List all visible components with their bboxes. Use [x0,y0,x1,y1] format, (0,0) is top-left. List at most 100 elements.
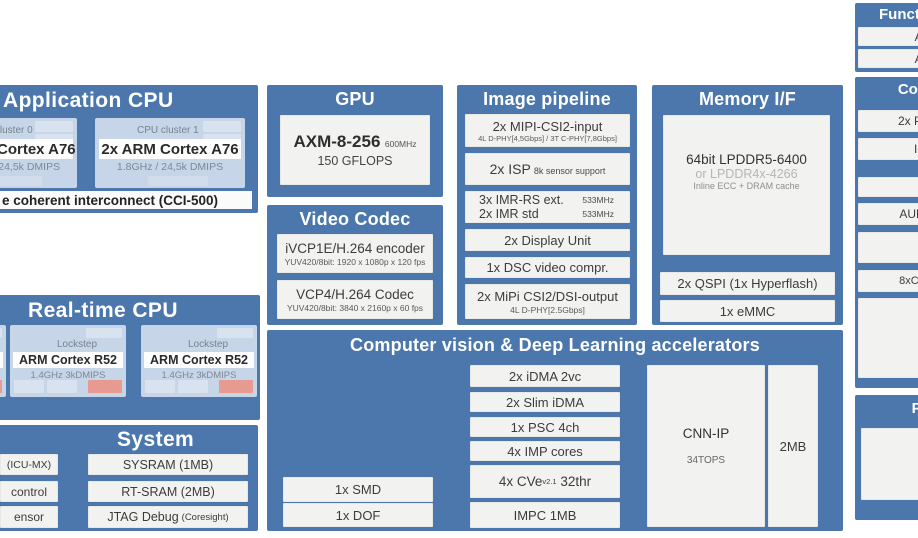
video-encoder-spec: YUV420/8bit: 1920 x 1080p x 120 fps [284,256,426,267]
cluster1-minibox-3 [147,176,208,186]
system-title: System [117,428,195,451]
gpu-chip-clock: 600MHz [384,139,417,149]
video-decoder-spec: YUV420/8bit: 3840 x 2160p x 60 fps [286,302,424,313]
cpu-cluster0: CPU cluster 0 2x ARM Cortex A76 1.8GHz /… [0,118,77,188]
system-sensor-box: ensor [0,506,58,528]
functional-safety-panel: Functi ASI ASI [855,3,918,72]
functional-safety-title: Functi [879,6,918,23]
imr-row2-clock: 533MHz [582,209,614,219]
aurora-box: AURO [858,203,918,225]
r52-3-minibox-b1 [145,380,175,393]
imr-row2-label: 2x IMR std [479,207,539,221]
r52-2-minibox-b1 [14,380,44,393]
dram-note: Inline ECC + DRAM cache [693,180,800,191]
dram-box: 64bit LPDDR5-6400 or LPDDR4x-4266 Inline… [663,115,830,255]
r52-1-lockstep: Lockstep [0,339,6,350]
application-cpu-title: Application CPU [3,89,174,112]
gpu-chip-box: AXM-8-256 600MHz 150 GFLOPS [280,115,430,185]
slim-idma-box: 2x Slim iDMA [470,392,620,412]
gpu-panel: GPU AXM-8-256 600MHz 150 GFLOPS [267,85,443,197]
jtag-label: JTAG Debug [107,510,179,524]
r52-3-spec: 1.4GHz 3kDMIPS [161,370,237,381]
imr-row1-label: 3x IMR-RS ext. [479,193,564,207]
realtime-cpu-panel: Real-time CPU Lockstep ARM Cortex R52 1.… [0,295,260,420]
smd-box: 1x SMD [283,477,433,502]
system-control-box: control [0,481,58,502]
coherent-interconnect-label: e coherent interconnect (CCI-500) [2,192,219,208]
r52-3-lockstep: Lockstep [187,339,229,350]
memory-if-panel: Memory I/F 64bit LPDDR5-6400 or LPDDR4x-… [652,85,843,325]
system-icu-box: (ICU-MX) [0,454,58,475]
package-title: Pa [911,400,918,417]
cnn-ip-tops: 34TOPS [686,455,726,466]
dof-box: 1x DOF [283,503,433,527]
cve-label: 4x CVe [498,474,543,489]
flexray-box: Fle [858,177,918,197]
cluster1-label: CPU cluster 1 [137,125,199,136]
image-pipeline-panel: Image pipeline 2x MIPI-CSI2-input 4L D-P… [457,85,637,325]
r52-3-minibox-b2 [178,380,208,393]
realtime-cpu-title: Real-time CPU [28,299,178,322]
cnn-ip-label: CNN-IP [682,426,730,441]
application-cpu-panel: Application CPU CPU cluster 0 2x ARM Cor… [0,85,258,213]
video-encoder-box: iVCP1E/H.264 encoder YUV420/8bit: 1920 x… [277,234,433,273]
mipi-csi2-output-box: 2x MiPi CSI2/DSI-output 4L D-PHY[2.5Gbps… [465,284,630,319]
idma-box: 2x iDMA 2vc [470,365,620,387]
mipi-csi2-input-label: 2x MIPI-CSI2-input [492,118,603,134]
mipi-csi2-output-sub: 4L D-PHY[2.5Gbps] [510,304,585,315]
cv-dl-title: Computer vision & Deep Learning accelera… [350,335,760,355]
control-misc-box: 4 [858,298,918,378]
mipi-csi2-input-box: 2x MIPI-CSI2-input 4L D-PHY[4,5Gbps] / 3… [465,114,630,147]
r52-2-spec: 1.4GHz 3kDMIPS [30,370,106,381]
cpu-cluster1: CPU cluster 1 2x ARM Cortex A76 1.8GHz /… [95,118,245,188]
r52-3-salmon-box [219,380,253,393]
video-decoder-name: VCP4/H.264 Codec [296,286,414,302]
image-pipeline-title: Image pipeline [483,89,611,109]
imr-row1-clock: 533MHz [582,195,614,205]
display-unit-box: 2x Display Unit [465,229,630,251]
asil-box-2: ASI [858,49,918,68]
rtsram-box: RT-SRAM (2MB) [88,481,248,502]
control-if-title: Con [897,81,918,98]
gpu-chip-line: AXM-8-256 600MHz [293,132,416,152]
can-box: 8xCAN [858,270,918,292]
dram-main: 64bit LPDDR5-6400 [686,151,807,167]
cluster0-minibox-3 [0,176,42,186]
r52-2-name: ARM Cortex R52 [13,352,123,368]
r52-core-2: Lockstep ARM Cortex R52 1.4GHz 3kDMIPS [10,325,126,397]
jtag-sub: (Coresight) [181,511,229,523]
system-panel: System (ICU-MX) control ensor SYSRAM (1M… [0,425,258,531]
imr-box: 3x IMR-RS ext. 533MHz 2x IMR std 533MHz [465,191,630,223]
control-if-panel: Con 2x PCI IPC Fle AURO E 1x 3x 8xCAN 4 [855,77,918,388]
r52-2-lockstep: Lockstep [56,339,98,350]
asil-box-1: ASI [858,27,918,46]
cv-dl-panel: Computer vision & Deep Learning accelera… [267,330,843,531]
gpu-chip-name: AXM-8-256 [293,132,381,151]
isp-label: 2x ISP [489,161,531,177]
qspi-box: 2x QSPI (1x Hyperflash) [660,272,835,295]
mipi-csi2-input-sub: 4L D-PHY[4,5Gbps] / 3T C-PHY[7,8Gbps] [478,133,617,143]
r52-2-minibox-tr [86,328,122,338]
r52-core-3: Lockstep ARM Cortex R52 1.4GHz 3kDMIPS [141,325,257,397]
emmc-box: 1x eMMC [660,300,835,322]
cnn-sram-box: 2MB [768,365,818,527]
cnn-ip-box: CNN-IP 34TOPS [647,365,765,527]
cluster1-minibox-1 [203,121,241,132]
r52-2-minibox-b2 [47,380,77,393]
r52-1-minibox-tr [0,328,2,338]
r52-3-minibox-tr [217,328,253,338]
dsc-box: 1x DSC video compr. [465,257,630,278]
ethernet-box: E 1x 3x [858,232,918,263]
impc-box: IMPC 1MB [470,502,620,528]
isp-box: 2x ISP 8k sensor support [465,153,630,185]
isp-sub: 8k sensor support [533,165,606,176]
video-decoder-box: VCP4/H.264 Codec YUV420/8bit: 3840 x 216… [277,280,433,319]
sysram-box: SYSRAM (1MB) [88,454,248,475]
video-codec-panel: Video Codec iVCP1E/H.264 encoder YUV420/… [267,205,443,325]
video-codec-title: Video Codec [299,209,411,229]
jtag-box: JTAG Debug (Coresight) [88,506,248,528]
ipc-box: IPC [858,138,918,160]
cluster0-core-spec: 1.8GHz / 24,5k DMIPS [0,161,61,173]
